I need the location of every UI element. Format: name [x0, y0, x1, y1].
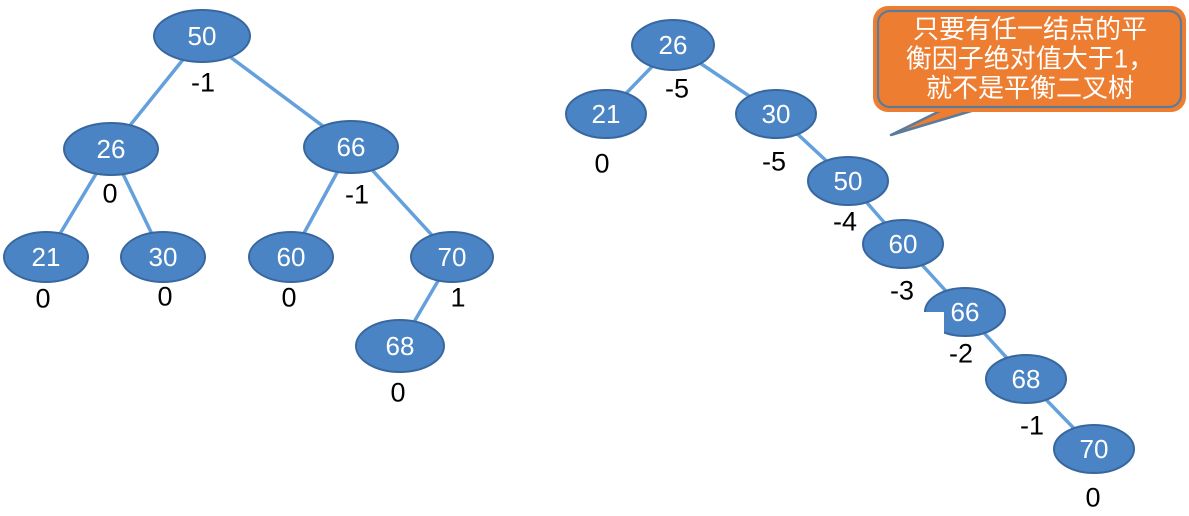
tree-node-50	[807, 156, 889, 206]
balance-factor-label: -5	[665, 73, 689, 103]
tree-node-60	[248, 231, 334, 283]
tree-node-30	[120, 231, 206, 283]
tree-node-label: 21	[592, 99, 621, 129]
balance-factor-label: -3	[890, 275, 914, 305]
balance-factor-label: -2	[949, 338, 973, 368]
tree-node-label: 66	[337, 132, 366, 162]
tree-node-60	[862, 219, 944, 269]
tree-node-label: 66	[951, 297, 980, 327]
balance-factor-label: 0	[102, 178, 117, 208]
tree-node-label: 50	[834, 166, 863, 196]
balance-factor-label: 0	[281, 282, 296, 312]
tree-node-label: 70	[1080, 434, 1109, 464]
callout-body	[873, 6, 1186, 112]
balance-factor-label: -4	[833, 206, 857, 236]
tree-node-21	[565, 89, 647, 139]
balance-factor-label: -1	[345, 179, 369, 209]
tree-node-label: 26	[659, 30, 688, 60]
tree-node-70	[410, 231, 494, 283]
tree-node-label: 68	[386, 331, 415, 361]
tree-node-label: 26	[97, 134, 126, 164]
tree-node-70	[1053, 424, 1135, 474]
unbalanced-tree: 26 21 30 50 60 66 68 70 -5 0 -5 -4 -3 -2 -1 0	[565, 19, 1135, 512]
balanced-tree: 50 26 66 21 30 60 70 68 -1 0 -1 0 0 0 1 0	[3, 9, 494, 407]
callout-text-line: 只要有任一结点的平	[913, 14, 1147, 44]
callout-text-line: 衡因子绝对值大于1，	[906, 44, 1154, 74]
tree-node-label: 68	[1012, 364, 1041, 394]
balance-factor-label: 0	[1085, 482, 1100, 512]
callout-text-line: 就不是平衡二叉树	[926, 73, 1134, 103]
tree-node-label: 30	[762, 99, 791, 129]
balance-factor-label: 0	[390, 377, 405, 407]
tree-node-26	[631, 19, 715, 71]
tree-node-label: 50	[188, 21, 217, 51]
tree-node-label: 21	[32, 242, 61, 272]
balance-factor-label: 0	[157, 281, 172, 311]
callout-tail	[889, 107, 980, 137]
white-notch-artifact	[922, 312, 944, 334]
balance-factor-label: -5	[762, 146, 786, 176]
balance-factor-label: 1	[450, 282, 465, 312]
tree-node-68	[985, 354, 1067, 404]
tree-node-label: 30	[149, 242, 178, 272]
tree-node-21	[3, 231, 89, 283]
tree-node-66	[303, 120, 399, 174]
tree-node-label: 60	[277, 242, 306, 272]
tree-node-30	[735, 89, 817, 139]
tree-node-68	[355, 319, 445, 373]
balance-factor-label: -1	[191, 67, 215, 97]
callout-inner-border	[876, 9, 1183, 109]
tree-node-26	[63, 122, 159, 176]
tree-node-50	[153, 9, 251, 63]
balance-factor-label: -1	[1020, 410, 1044, 440]
balance-factor-label: 0	[35, 283, 50, 313]
tree-node-label: 60	[889, 229, 918, 259]
balance-factor-label: 0	[594, 148, 609, 178]
tree-node-label: 70	[438, 242, 467, 272]
